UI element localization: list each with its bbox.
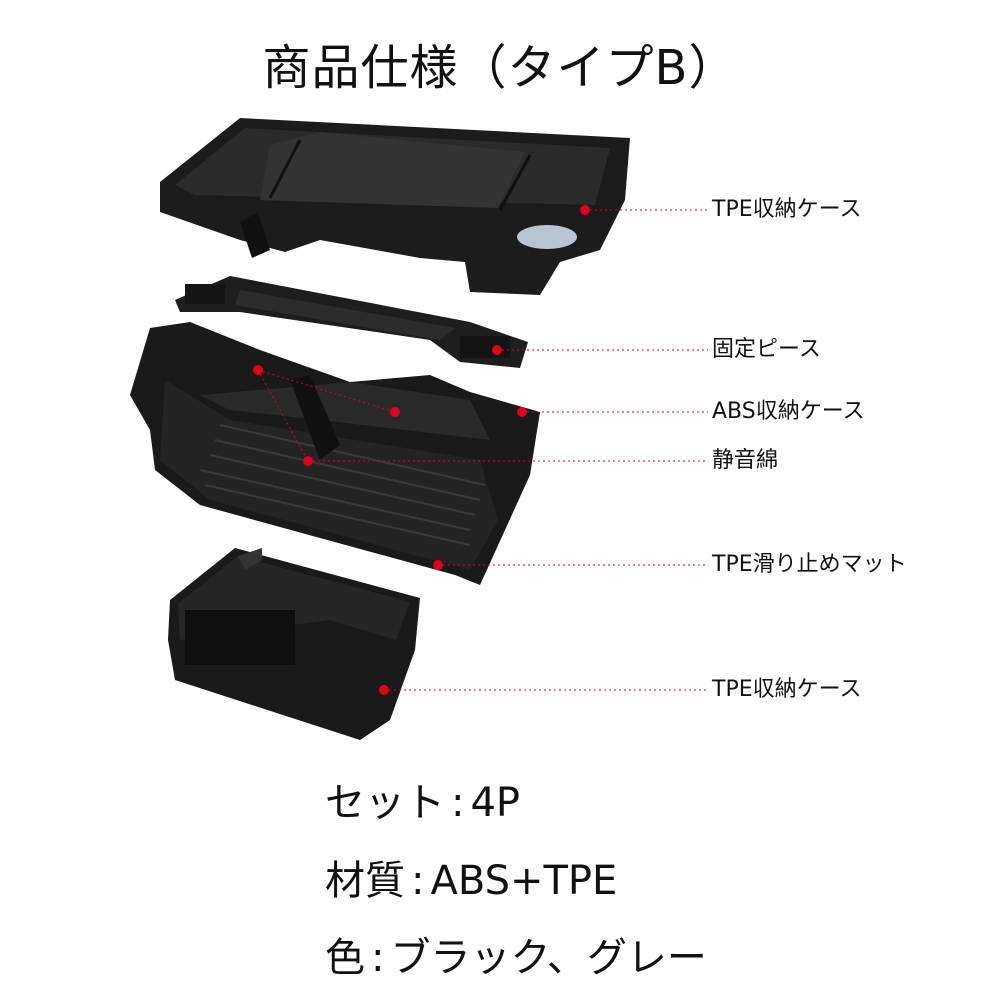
product-exploded-view	[130, 118, 708, 740]
marker-fixing-piece	[492, 345, 502, 355]
callout-markers	[253, 205, 590, 695]
spec-color: 色:ブラック、グレー	[325, 935, 707, 981]
spec-color-label: 色	[325, 935, 365, 981]
marker-top-tray	[580, 205, 590, 215]
fixing-piece-image	[175, 276, 528, 368]
spec-set: セット:4P	[325, 780, 521, 826]
callout-abs-storage-case: ABS収納ケース	[712, 399, 865, 424]
spec-material-label: 材質	[325, 858, 405, 904]
spec-set-label: セット	[325, 780, 445, 826]
spec-material: 材質:ABS+TPE	[325, 858, 618, 904]
bottom-tpe-case-image	[168, 548, 420, 740]
page-title: 商品仕様（タイプB）	[262, 40, 738, 96]
callout-tpe-storage-case-top: TPE収納ケース	[712, 197, 862, 222]
callout-tpe-storage-case-bottom: TPE収納ケース	[712, 677, 862, 702]
spec-set-value: 4P	[470, 780, 521, 826]
marker-mat	[433, 560, 443, 570]
spec-material-value: ABS+TPE	[430, 858, 618, 904]
marker-bottom-case	[379, 685, 389, 695]
spec-color-value: ブラック、グレー	[390, 935, 707, 981]
callout-connectors	[257, 209, 708, 691]
callout-sound-insulation: 静音綿	[712, 448, 779, 473]
callout-fixing-piece: 固定ピース	[712, 337, 821, 362]
callout-anti-slip-mat: TPE滑り止めマット	[712, 552, 907, 577]
marker-foam-1	[253, 365, 263, 375]
top-tpe-tray-image	[160, 118, 630, 295]
abs-storage-case-image	[130, 322, 540, 585]
marker-abs-case-2	[390, 407, 400, 417]
marker-abs-case	[517, 407, 527, 417]
marker-foam-2	[303, 456, 313, 466]
